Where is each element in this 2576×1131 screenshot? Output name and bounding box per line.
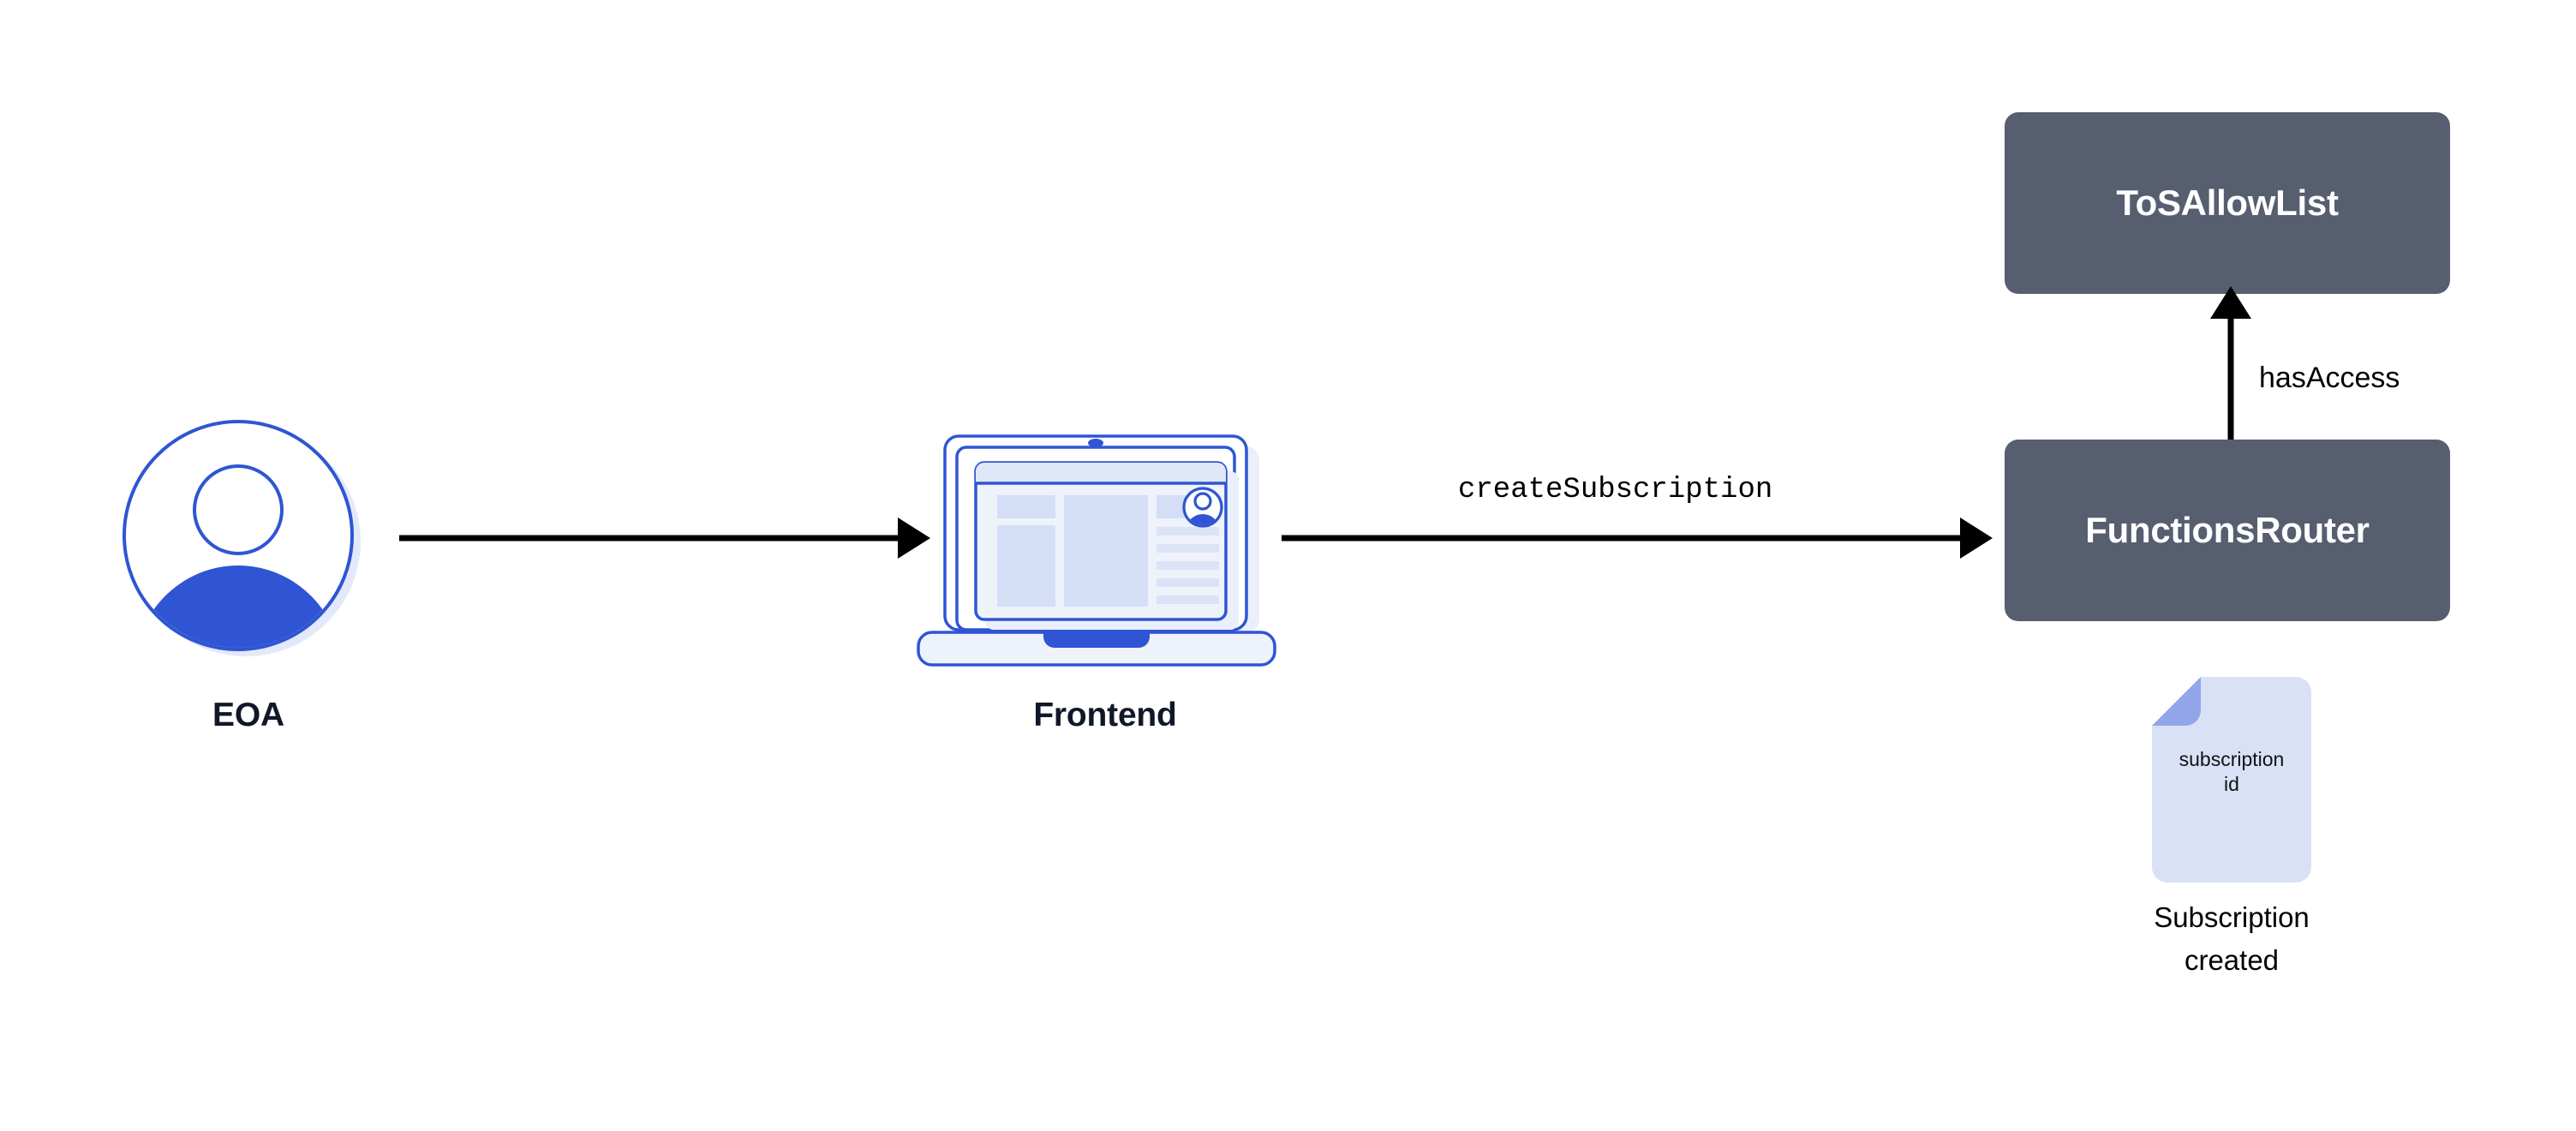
document-icon [2152, 677, 2311, 883]
arrow-router-to-tos [2210, 286, 2251, 447]
document-text-line-2: id [2224, 773, 2239, 795]
frontend-label: Frontend [1033, 697, 1177, 733]
eoa-label: EOA [212, 697, 284, 733]
subscription-created-caption: Subscription created [2056, 896, 2407, 982]
screen-avatar-icon [1182, 487, 1223, 528]
node-tos-allow-list-label: ToSAllowList [2116, 183, 2339, 223]
user-avatar-icon [111, 411, 368, 660]
node-tos-allow-list[interactable]: ToSAllowList [2005, 112, 2450, 294]
document-text-line-1: subscription [2179, 748, 2285, 770]
edge-label-create-subscription: createSubscription [1458, 474, 1773, 506]
document-icon-text: subscription id [2152, 747, 2311, 797]
node-functions-router-label: FunctionsRouter [2085, 510, 2370, 550]
arrow-frontend-to-router [1282, 518, 1993, 559]
caption-line-1: Subscription [2154, 901, 2310, 933]
arrow-eoa-to-frontend [399, 518, 930, 559]
laptop-icon [917, 424, 1294, 673]
node-functions-router[interactable]: FunctionsRouter [2005, 440, 2450, 621]
edge-label-has-access: hasAccess [2259, 362, 2400, 394]
caption-line-2: created [2184, 944, 2280, 976]
